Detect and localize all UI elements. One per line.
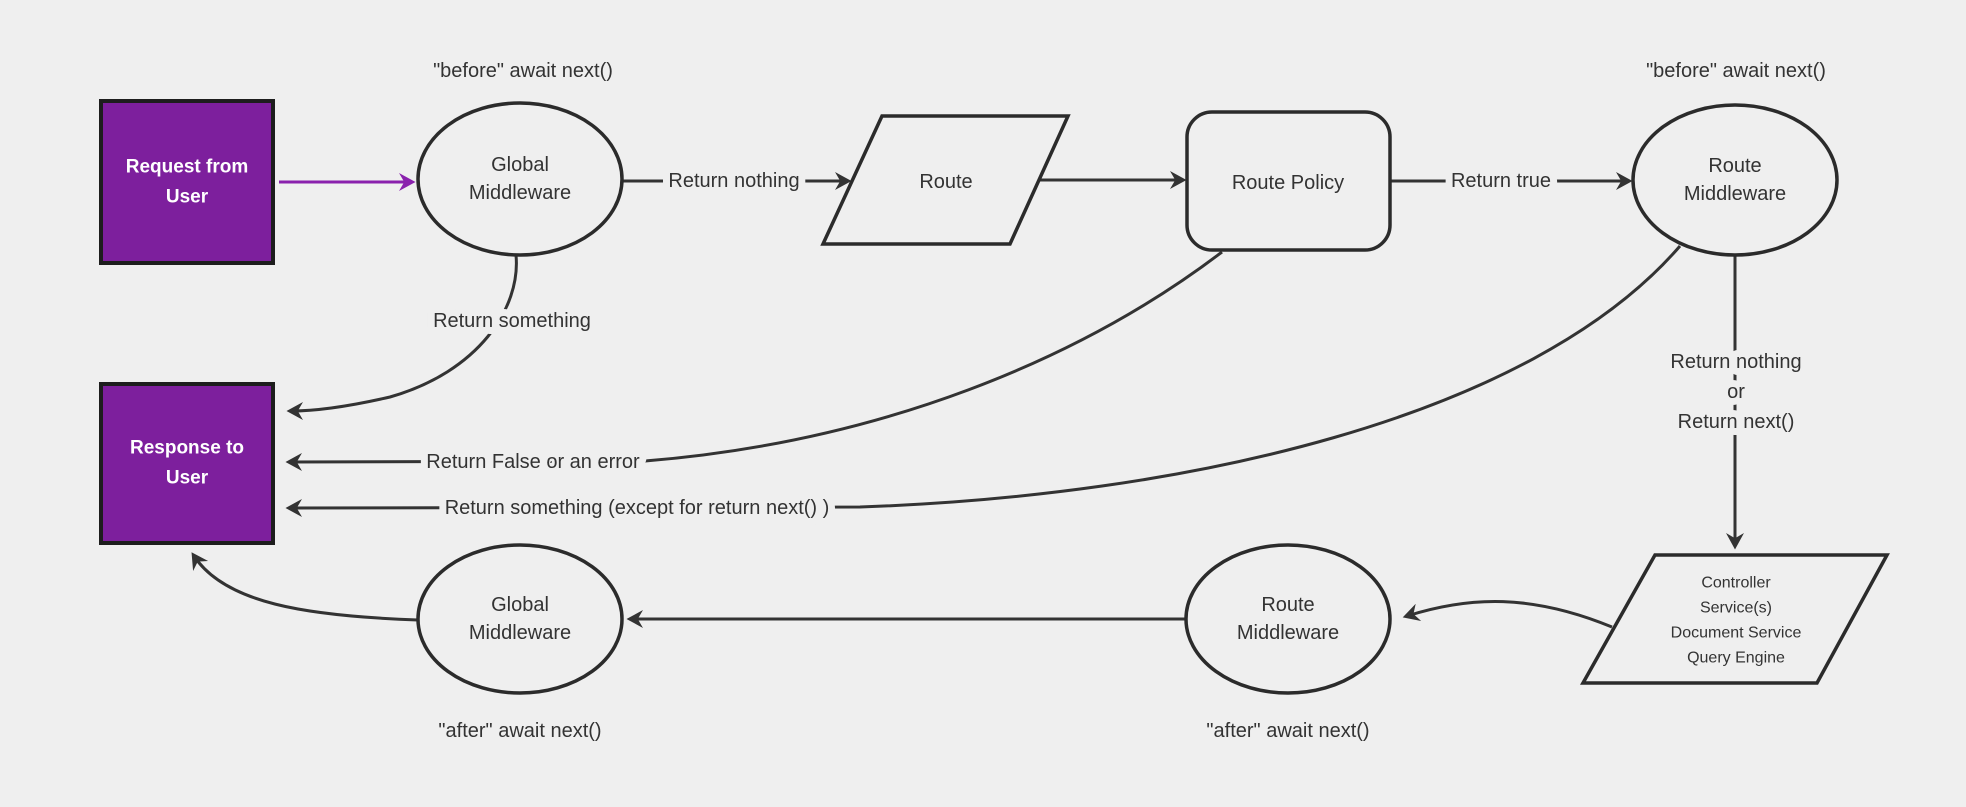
global-middleware-bottom-node [416,543,624,695]
edge-global-middleware-bottom-to-response [191,552,419,622]
before-await-next-label-left: "before" await next() [433,60,613,82]
return-false-or-error-label: Return False or an error [426,451,640,473]
edge-route-middleware-to-response [285,245,1682,517]
return-something-label: Return something [433,310,591,332]
edge-global-middleware-to-response [286,254,518,420]
global-middleware-bottom-label-line2: Middleware [469,622,571,644]
return-nothing-or-label-line2: or [1727,381,1745,403]
return-something-except-label: Return something (except for return next… [445,497,830,519]
controller-label-line4: Query Engine [1687,650,1785,667]
response-to-user-label-line2: User [166,468,209,489]
request-from-user-label-line2: User [166,187,209,208]
return-nothing-label: Return nothing [668,170,799,192]
route-middleware-top-label-line1: Route [1708,155,1761,177]
return-nothing-or-label-line1: Return nothing [1670,351,1801,373]
request-from-user-label-line1: Request from [126,157,248,178]
route-policy-label: Route Policy [1232,172,1344,194]
global-middleware-top-label-line1: Global [491,154,549,176]
controller-services-node [1580,553,1890,685]
controller-label-line1: Controller [1701,575,1771,592]
return-true-label: Return true [1451,170,1551,192]
route-policy-node [1185,110,1392,252]
route-node [820,114,1071,246]
route-middleware-bottom-label-line2: Middleware [1237,622,1339,644]
route-label: Route [919,171,972,193]
request-from-user-node [99,99,275,265]
before-await-next-label-right: "before" await next() [1646,60,1826,82]
global-middleware-top-label-line2: Middleware [469,182,571,204]
edge-controller-to-route-middleware-bottom [1402,599,1613,629]
edge-route-policy-to-response [285,250,1223,471]
route-middleware-bottom-label-line1: Route [1261,594,1314,616]
response-to-user-label-line1: Response to [130,438,244,459]
controller-label-line2: Service(s) [1700,600,1772,617]
after-await-next-label-right: "after" await next() [1206,720,1369,742]
route-middleware-bottom-node [1184,543,1392,695]
route-middleware-top-label-line2: Middleware [1684,183,1786,205]
global-middleware-top-node [416,101,624,257]
route-middleware-top-node [1631,103,1839,257]
global-middleware-bottom-label-line1: Global [491,594,549,616]
response-to-user-node [99,382,275,545]
controller-label-line3: Document Service [1671,625,1802,642]
return-nothing-or-label-line3: Return next() [1678,411,1795,433]
after-await-next-label-left: "after" await next() [438,720,601,742]
